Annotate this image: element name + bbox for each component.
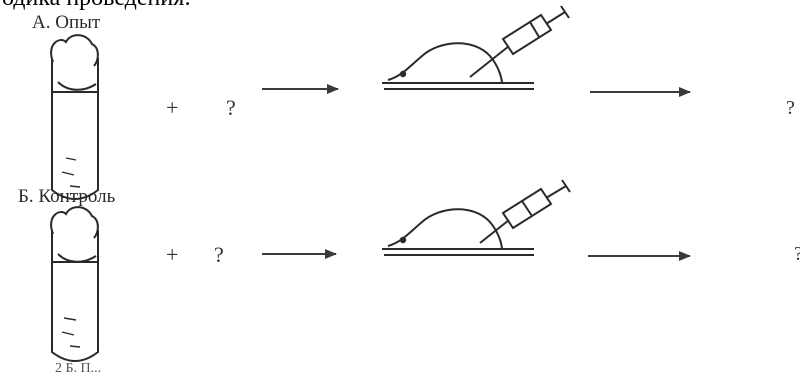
experiment-label: А. Опыт — [32, 12, 101, 33]
syringe-icon-control — [479, 179, 571, 244]
control-result: ? — [794, 244, 800, 264]
top-caption: одика проведения: — [2, 0, 191, 10]
experiment-result: ? — [786, 97, 795, 119]
experiment-unknown-agent: ? — [226, 95, 236, 120]
mouse-icon-experiment — [382, 42, 534, 90]
test-tube-icon-experiment — [50, 34, 99, 200]
control-unknown-agent: ? — [214, 242, 224, 267]
test-tube-icon-control — [50, 206, 99, 362]
experiment-plus-sign: + — [166, 95, 179, 120]
syringe-icon-experiment — [469, 5, 570, 78]
mouse-icon-control — [382, 208, 534, 256]
control-plus-sign: + — [166, 242, 179, 267]
control-label: Б. Контроль — [18, 186, 116, 207]
